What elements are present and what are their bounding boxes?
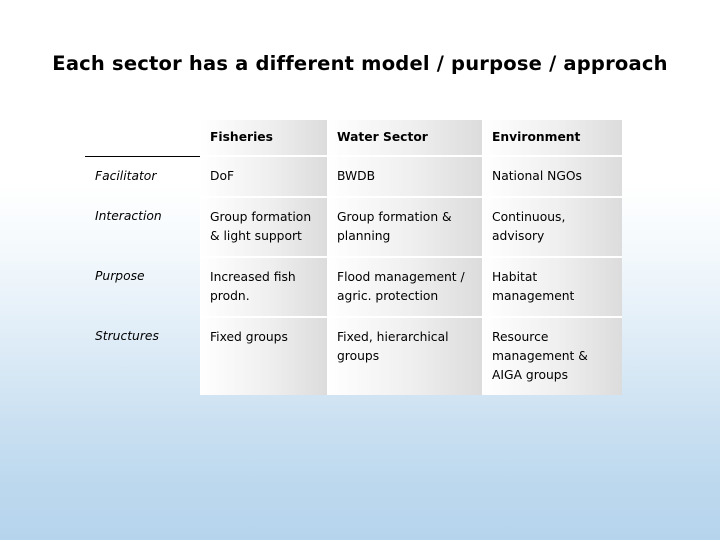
table-row: Interaction Group formation & light supp…: [85, 196, 622, 258]
cell-purpose-water: Flood management / agric. protection: [327, 256, 482, 318]
cell-interaction-environment: Continuous, advisory: [482, 196, 622, 258]
table-header-environment: Environment: [482, 120, 622, 157]
row-label-structures: Structures: [95, 329, 159, 344]
table-header-row: Fisheries Water Sector Environment: [85, 120, 622, 157]
row-label-purpose: Purpose: [95, 269, 145, 284]
table-row: Structures Fixed groups Fixed, hierarchi…: [85, 316, 622, 396]
cell-facilitator-fisheries: DoF: [200, 155, 327, 198]
cell-interaction-fisheries: Group formation & light support: [200, 196, 327, 258]
cell-structures-water: Fixed, hierarchical groups: [327, 316, 482, 396]
cell-facilitator-environment: National NGOs: [482, 155, 622, 198]
table-header-fisheries: Fisheries: [200, 120, 327, 157]
comparison-table: Fisheries Water Sector Environment Facil…: [85, 120, 622, 396]
table-header-water-sector: Water Sector: [327, 120, 482, 157]
cell-purpose-environment: Habitat management: [482, 256, 622, 318]
cell-structures-fisheries: Fixed groups: [200, 316, 327, 396]
cell-facilitator-water: BWDB: [327, 155, 482, 198]
table-row: Facilitator DoF BWDB National NGOs: [85, 155, 622, 198]
table-row: Purpose Increased fish prodn. Flood mana…: [85, 256, 622, 318]
comparison-table-container: Fisheries Water Sector Environment Facil…: [85, 120, 622, 396]
cell-structures-environment: Resource management & AIGA groups: [482, 316, 622, 396]
cell-purpose-fisheries: Increased fish prodn.: [200, 256, 327, 318]
page-title: Each sector has a different model / purp…: [52, 52, 668, 75]
row-label-facilitator: Facilitator: [95, 168, 157, 183]
cell-interaction-water: Group formation & planning: [327, 196, 482, 258]
table-header-corner: [85, 120, 200, 157]
row-label-interaction: Interaction: [95, 209, 162, 224]
